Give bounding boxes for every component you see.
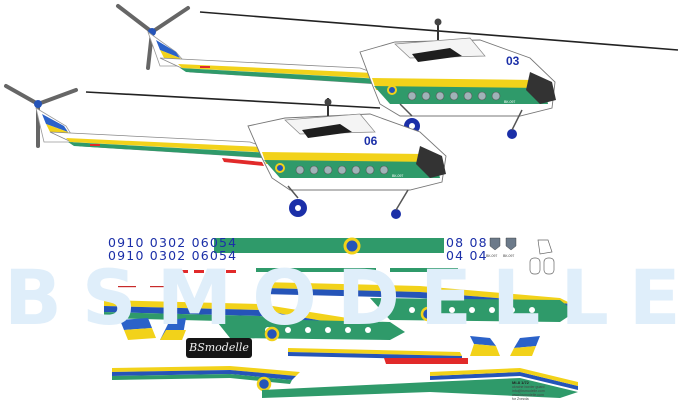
nose-wheel (391, 209, 401, 219)
registration-top: ВК-097 (504, 100, 516, 104)
registration-bottom: ВК-097 (392, 174, 404, 178)
engine-cowling (394, 37, 486, 59)
decal-number-row-2: 0910 0302 06054 (108, 248, 238, 263)
helicopter-bottom (4, 84, 447, 219)
decal-number-row-1: 0910 0302 06054 (108, 235, 238, 250)
footer-line-2: info@bsmodelle.com (512, 389, 545, 393)
decal-small-number-row-2: 04 04 (446, 248, 488, 263)
decal-small-reg-right: ВК-097 (503, 254, 515, 258)
ukraine-flag-decals (120, 318, 540, 356)
footer-line-4: for Zvezda (512, 397, 529, 401)
tail-rotor (4, 84, 78, 148)
small-shield-decals (489, 237, 517, 251)
green-band-decal (214, 238, 444, 253)
roundel-icon (387, 85, 397, 95)
decal-strips (104, 237, 578, 398)
tail-number-top: 03 (506, 54, 520, 68)
red-stripe (222, 158, 264, 166)
cabin-windows (407, 91, 501, 101)
instruction-markings (118, 286, 168, 288)
ukraine-flag-tail (42, 114, 68, 132)
red-dash-decals (178, 270, 236, 273)
helicopter-top (116, 4, 679, 139)
window-outline-decals (529, 239, 555, 275)
brand-logo: BSmodelle (186, 338, 252, 358)
roundel-icon (275, 163, 285, 173)
tail-number-bottom: 06 (364, 134, 378, 148)
main-rotor-blade (85, 91, 381, 109)
cockpit-glass (526, 72, 556, 104)
decal-small-reg-left: ВК-097 (486, 254, 498, 258)
cabin-windows (295, 165, 389, 175)
ukraine-flag-tail (156, 40, 180, 58)
decal-small-number-row-1: 08 08 (446, 235, 488, 250)
cockpit-glass (416, 146, 446, 178)
watermark: BSMODELLE (4, 253, 680, 342)
footer-line-1: ukraine border guard (512, 385, 545, 389)
engine-cowling (284, 113, 376, 135)
footer-line-3: www.bsmodelle.com (512, 393, 544, 397)
footer-model: Mi-8 1/72 (512, 380, 529, 385)
nose-wheel (507, 129, 517, 139)
